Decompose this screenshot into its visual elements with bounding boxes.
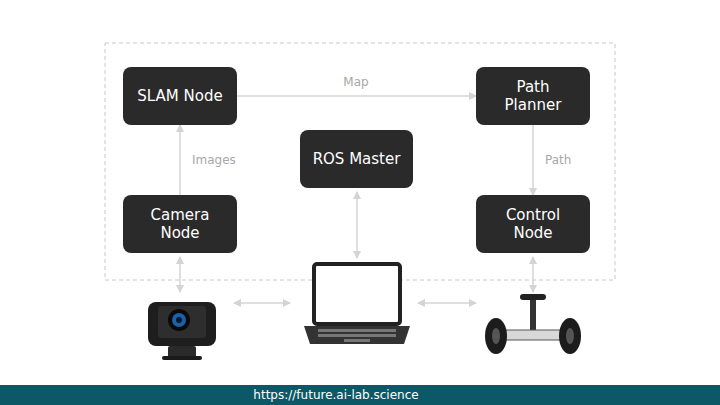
edge-label: Map xyxy=(341,75,370,89)
box-label: Camera Node xyxy=(135,206,225,242)
process-box: Control Node xyxy=(476,195,590,253)
process-box: Camera Node xyxy=(123,195,237,253)
flow-arrow xyxy=(532,125,534,195)
edge-label: Images xyxy=(190,153,238,167)
balance-scooter-illustration xyxy=(485,294,581,354)
box-label: Path Planner xyxy=(488,78,578,114)
footer-band: https://future.ai-lab.science xyxy=(0,385,720,405)
edge-label: Path xyxy=(543,153,573,167)
process-box: Path Planner xyxy=(476,67,590,125)
process-box: SLAM Node xyxy=(123,67,237,125)
box-label: ROS Master xyxy=(313,150,401,168)
process-box: ROS Master xyxy=(300,130,413,188)
camera-illustration xyxy=(148,302,216,360)
system-boundary xyxy=(105,43,615,280)
flow-arrow xyxy=(237,95,476,97)
laptop-illustration xyxy=(304,264,410,344)
box-label: Control Node xyxy=(488,206,578,242)
footer-url: https://future.ai-lab.science xyxy=(253,388,418,402)
box-label: SLAM Node xyxy=(137,87,222,105)
flow-arrow xyxy=(179,125,181,195)
